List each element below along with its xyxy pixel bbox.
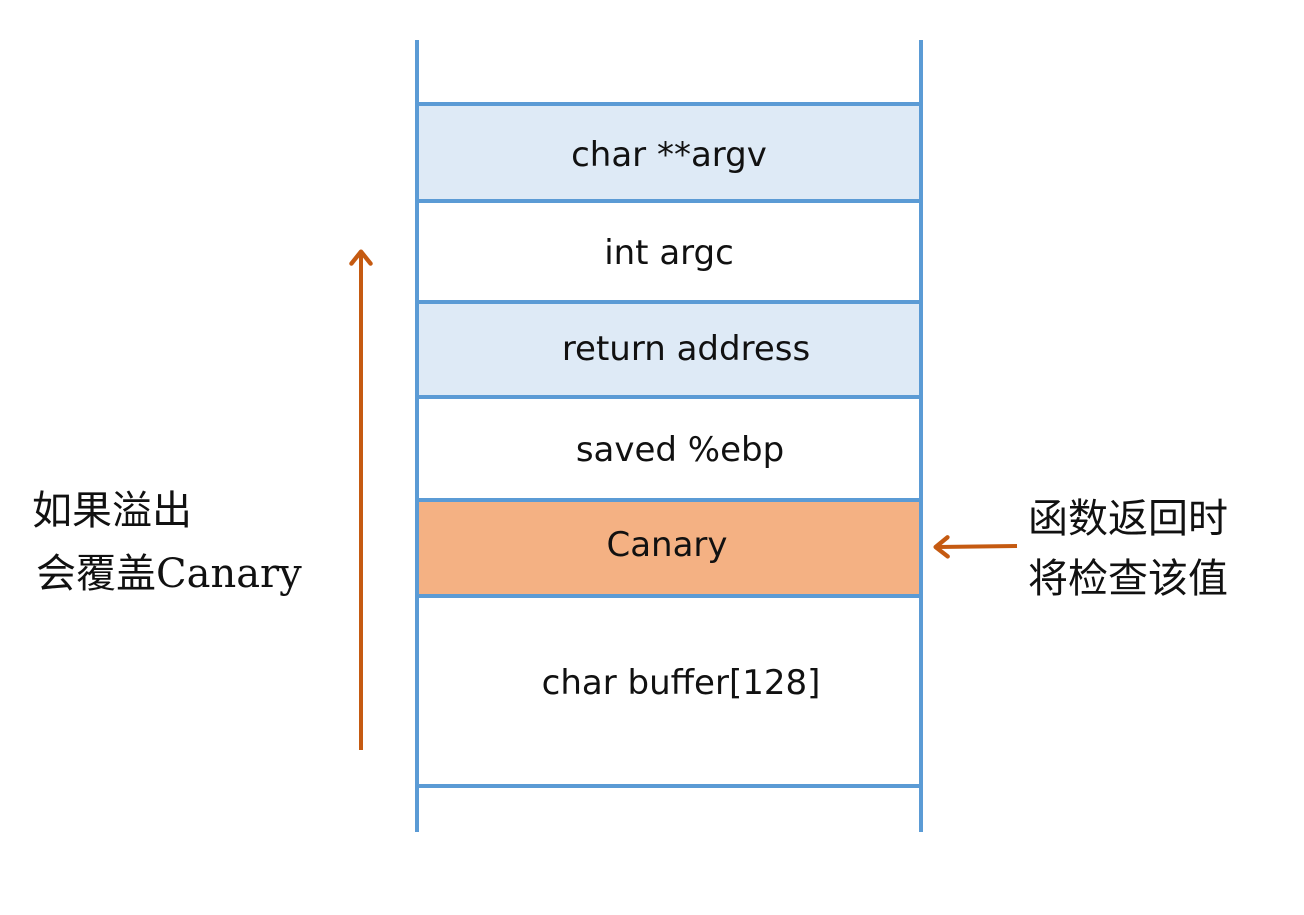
stack-cell-return-address-label: return address	[562, 329, 810, 369]
stack-cell-return-address-bg	[418, 303, 921, 397]
stack-cell-saved-ebp: saved %ebp	[418, 397, 921, 499]
stack-cell-argv: char **argv	[418, 104, 921, 201]
stack-frame: char **argv int argc return address save…	[415, 40, 923, 832]
stack-cell-argv-bg	[418, 104, 921, 201]
stack-cell-saved-ebp-label: saved %ebp	[576, 430, 784, 470]
canary-check-arrow	[933, 535, 1018, 559]
return-check-note-line1: 函数返回时	[1028, 496, 1228, 542]
stack-cell-canary-label: Canary	[606, 525, 727, 565]
return-check-note: 函数返回时 将检查该值	[1028, 496, 1228, 602]
overflow-note-line2: 会覆盖Canary	[36, 551, 302, 597]
overflow-note-line1: 如果溢出	[32, 488, 192, 534]
stack-cell-buffer-label: char buffer[128]	[542, 663, 821, 703]
return-check-note-line2: 将检查该值	[1028, 556, 1228, 602]
stack-cell-saved-ebp-bg	[418, 397, 921, 499]
stack-cell-argc-label: int argc	[604, 233, 734, 273]
overflow-note: 如果溢出 会覆盖Canary	[32, 488, 302, 597]
stack-separators	[417, 102, 922, 788]
stack-cell-buffer-bg	[418, 596, 921, 786]
stack-cell-return-address: return address	[418, 303, 921, 397]
stack-cell-argc-bg	[418, 201, 921, 301]
stack-cell-buffer: char buffer[128]	[418, 596, 921, 786]
stack-cell-canary-bg	[418, 501, 921, 596]
stack-cell-canary: Canary	[418, 501, 921, 596]
stack-cell-argv-label: char **argv	[571, 135, 767, 175]
stack-cell-argc: int argc	[418, 201, 921, 301]
